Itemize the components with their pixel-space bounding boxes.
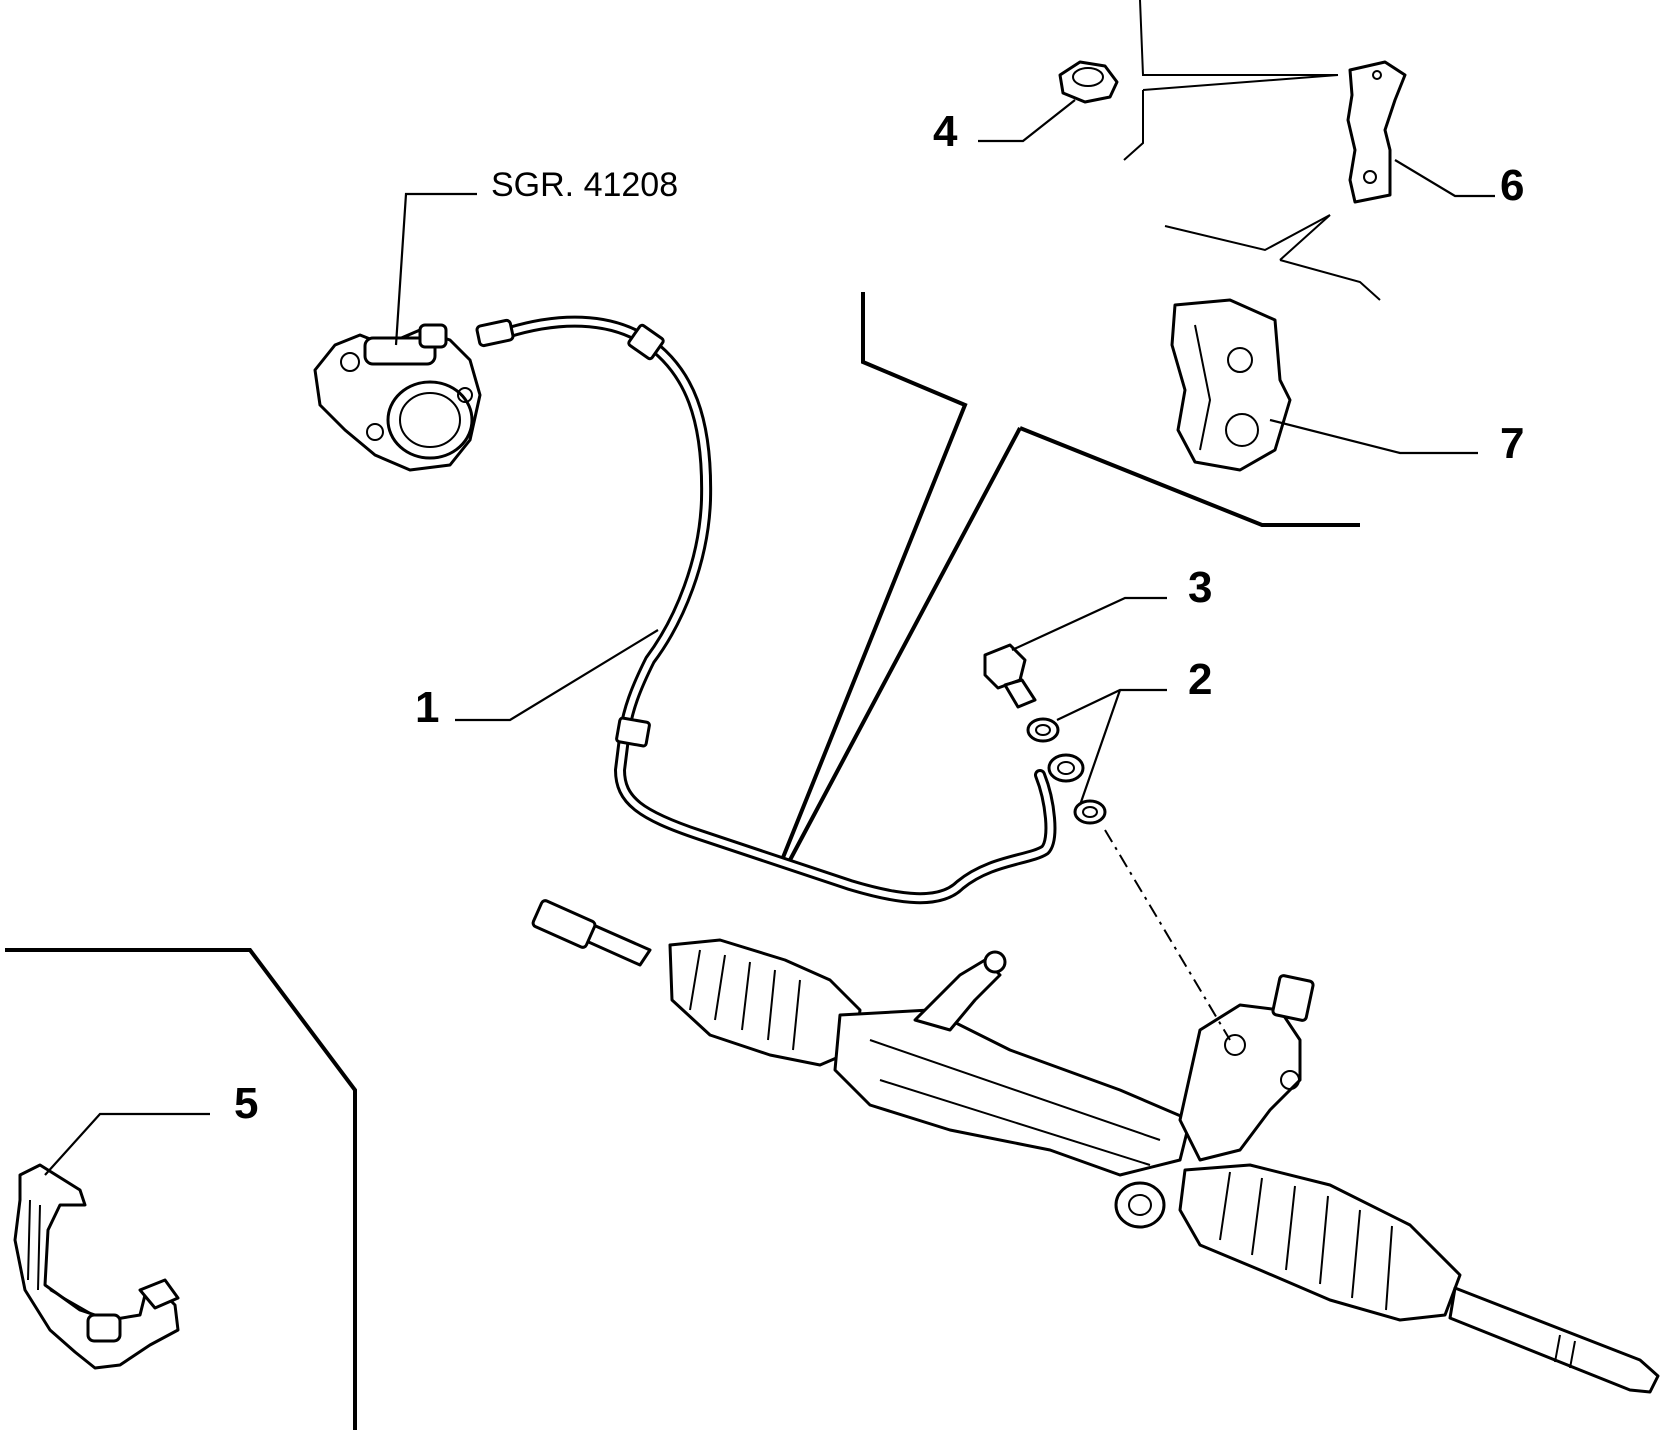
assembly-line (1104, 829, 1231, 1041)
power-steering-pump (313, 323, 482, 472)
steering-rack (531, 899, 1660, 1394)
callout-6: 6 (1500, 161, 1524, 210)
part-5-clamp (13, 1163, 180, 1370)
part-3-banjo-bolt (983, 643, 1037, 709)
group-frame-lines (5, 0, 1381, 1430)
part-4-nut (1058, 60, 1119, 104)
part-6-bracket (1346, 60, 1407, 204)
callout-7: 7 (1500, 419, 1524, 468)
reference-label: SGR. 41208 (491, 166, 678, 204)
callout-2: 2 (1188, 655, 1212, 704)
callout-1: 1 (415, 683, 439, 732)
part-2-washers (1026, 717, 1107, 825)
part-1-pressure-hose (475, 315, 1085, 905)
leader-lines (44, 99, 1495, 1176)
callout-3: 3 (1188, 563, 1212, 612)
callout-4: 4 (933, 107, 958, 156)
callout-5: 5 (234, 1079, 258, 1128)
part-7-mount-bracket (1170, 298, 1292, 472)
labels: SGR. 41208 1 2 3 4 5 6 7 (234, 107, 1524, 1128)
